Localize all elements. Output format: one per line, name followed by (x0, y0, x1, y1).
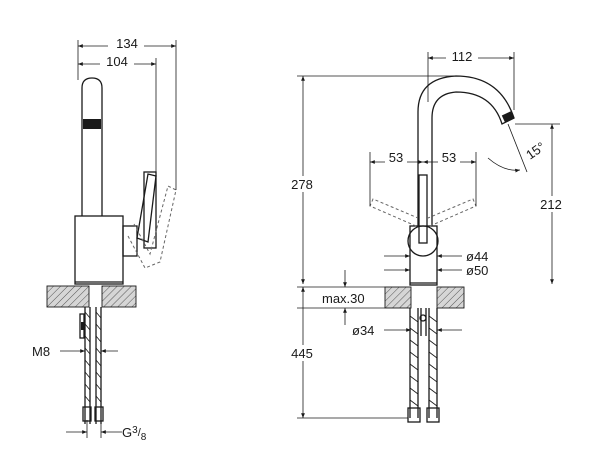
countertop-left (46, 285, 90, 308)
front-lever (418, 174, 428, 244)
front-view: 112 278 212 53 53 15° (284, 48, 570, 423)
front-spout (417, 75, 515, 226)
side-spout (81, 77, 103, 216)
dim-max-counter: max.30 (322, 291, 365, 306)
front-lever-swing-right (427, 198, 477, 227)
dim-connection-den: 8 (141, 432, 147, 443)
dim-body-diameter: ø44 (466, 249, 488, 264)
side-hoses (79, 307, 104, 424)
front-hoses (407, 308, 440, 423)
side-dimensions: 134 104 M8 G3/8 (32, 36, 177, 443)
dim-base-diameter: ø50 (466, 263, 488, 278)
dim-lever-right: 53 (442, 150, 456, 165)
countertop-right (101, 285, 137, 308)
side-lever (136, 173, 157, 243)
dim-below-counter: 445 (291, 346, 313, 361)
side-view: 134 104 M8 G3/8 (32, 36, 177, 443)
countertop-front-left (384, 286, 412, 309)
side-lever-alt (127, 185, 177, 269)
dim-connection-main: G (122, 425, 132, 440)
side-lever-hub (122, 225, 138, 257)
front-lever-hub (407, 225, 439, 257)
dim-lever-left: 53 (389, 150, 403, 165)
countertop-front-right (436, 286, 465, 309)
front-lever-swing-left (369, 198, 419, 227)
dim-connection-slash: / (138, 427, 142, 439)
dim-angle: 15° (523, 139, 548, 163)
side-body (74, 215, 124, 285)
dim-spout-width: 112 (452, 49, 473, 64)
dim-overall-width: 134 (116, 36, 138, 51)
dim-height-total: 278 (291, 177, 313, 192)
front-dimensions: 112 278 212 53 53 15° (284, 48, 570, 419)
dim-connection-num: 3 (132, 425, 138, 436)
dim-thread: M8 (32, 344, 50, 359)
dim-connection: G3/8 (122, 425, 147, 443)
dim-hole-diameter: ø34 (352, 323, 374, 338)
dim-spout-reach: 104 (106, 54, 128, 69)
dim-height-spout: 212 (540, 197, 562, 212)
